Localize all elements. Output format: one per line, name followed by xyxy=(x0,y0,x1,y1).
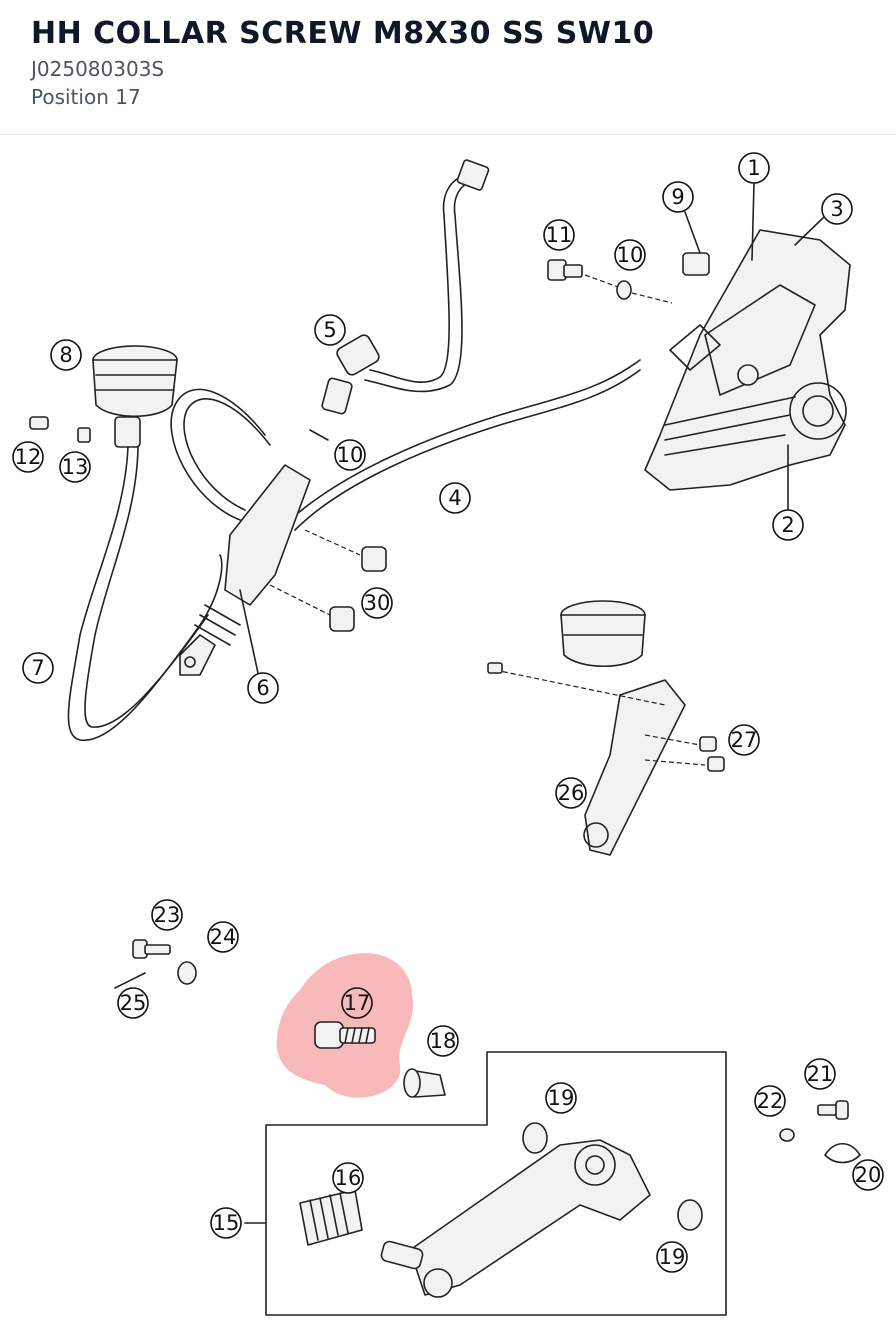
callout-9[interactable]: 9 xyxy=(662,181,701,254)
svg-text:21: 21 xyxy=(807,1062,834,1086)
brake-fluid-reservoir xyxy=(92,345,178,448)
svg-text:19: 19 xyxy=(659,1245,686,1269)
svg-text:19: 19 xyxy=(548,1086,575,1110)
callout-24[interactable]: 24 xyxy=(207,921,239,953)
foot-brake-lever-box xyxy=(265,1051,727,1316)
callout-26[interactable]: 26 xyxy=(555,777,587,809)
callout-16[interactable]: 16 xyxy=(332,1162,364,1194)
split-pin xyxy=(309,429,329,441)
reservoir-hose xyxy=(67,446,223,742)
callout-17[interactable]: 17 xyxy=(341,987,373,1019)
reservoir-screw xyxy=(29,416,49,430)
callout-4[interactable]: 4 xyxy=(439,482,471,514)
part-position: Position 17 xyxy=(31,85,141,109)
svg-text:27: 27 xyxy=(731,728,758,752)
svg-text:7: 7 xyxy=(31,656,44,680)
brake-line xyxy=(289,359,641,521)
svg-text:6: 6 xyxy=(256,676,269,700)
callout-10a[interactable]: 10 xyxy=(614,239,646,271)
rear-reservoir-bracket xyxy=(487,600,725,856)
collar-screw-17[interactable] xyxy=(314,1021,376,1049)
callout-3[interactable]: 3 xyxy=(794,193,853,246)
part-header: HH COLLAR SCREW M8X30 SS SW10 J025080303… xyxy=(0,0,896,135)
callout-19b[interactable]: 19 xyxy=(656,1241,688,1273)
svg-text:24: 24 xyxy=(210,925,237,949)
callout-7[interactable]: 7 xyxy=(22,652,54,684)
svg-text:13: 13 xyxy=(62,455,89,479)
callout-8[interactable]: 8 xyxy=(50,339,82,371)
callout-25[interactable]: 25 xyxy=(117,987,149,1019)
svg-text:18: 18 xyxy=(430,1029,457,1053)
part-number: J025080303S xyxy=(31,57,165,81)
svg-text:11: 11 xyxy=(546,223,573,247)
svg-text:30: 30 xyxy=(364,591,391,615)
banjo-bolt xyxy=(547,259,673,304)
svg-text:23: 23 xyxy=(154,903,181,927)
callout-6[interactable]: 6 xyxy=(239,589,279,704)
callout-22[interactable]: 22 xyxy=(754,1085,786,1117)
svg-text:3: 3 xyxy=(830,197,843,221)
callout-27[interactable]: 27 xyxy=(728,724,760,756)
svg-text:1: 1 xyxy=(747,156,760,180)
callout-19a[interactable]: 19 xyxy=(545,1082,577,1114)
callout-2[interactable]: 2 xyxy=(772,444,804,541)
callout-10b[interactable]: 10 xyxy=(334,439,366,471)
washer-19a xyxy=(522,1122,548,1154)
svg-text:4: 4 xyxy=(448,486,461,510)
reservoir-clip xyxy=(77,427,91,443)
callout-23[interactable]: 23 xyxy=(151,899,183,931)
svg-text:9: 9 xyxy=(671,185,684,209)
brake-light-switch xyxy=(321,159,490,415)
master-cylinder xyxy=(179,464,387,676)
callout-12[interactable]: 12 xyxy=(12,441,44,473)
pivot-bolt-washer-pin xyxy=(114,939,197,989)
callout-1[interactable]: 1 xyxy=(738,152,770,261)
svg-text:2: 2 xyxy=(781,513,794,537)
bushing-18 xyxy=(403,1068,446,1098)
highlight-position-17[interactable] xyxy=(276,953,414,1098)
washer-19b xyxy=(677,1199,703,1231)
callout-5[interactable]: 5 xyxy=(314,314,346,346)
svg-text:8: 8 xyxy=(59,343,72,367)
svg-text:5: 5 xyxy=(323,318,336,342)
callout-11[interactable]: 11 xyxy=(543,219,575,251)
foot-brake-lever xyxy=(380,1139,651,1298)
svg-text:17: 17 xyxy=(344,991,371,1015)
brake-caliper xyxy=(644,229,851,491)
svg-text:10: 10 xyxy=(337,443,364,467)
exploded-parts-diagram: 1 2 3 4 5 6 7 8 9 10 10 xyxy=(0,135,896,1335)
svg-text:12: 12 xyxy=(15,445,42,469)
part-title: HH COLLAR SCREW M8X30 SS SW10 xyxy=(31,16,655,51)
return-spring-parts xyxy=(779,1100,861,1164)
svg-text:10: 10 xyxy=(617,243,644,267)
svg-text:20: 20 xyxy=(855,1163,882,1187)
spring-16 xyxy=(299,1189,363,1246)
svg-text:22: 22 xyxy=(757,1089,784,1113)
svg-text:25: 25 xyxy=(120,991,147,1015)
callout-21[interactable]: 21 xyxy=(804,1058,836,1090)
svg-text:26: 26 xyxy=(558,781,585,805)
callout-20[interactable]: 20 xyxy=(852,1159,884,1191)
svg-text:15: 15 xyxy=(213,1211,240,1235)
callout-30[interactable]: 30 xyxy=(361,587,393,619)
callout-15[interactable]: 15 xyxy=(210,1207,242,1239)
callout-13[interactable]: 13 xyxy=(59,451,91,483)
svg-text:16: 16 xyxy=(335,1166,362,1190)
callout-18[interactable]: 18 xyxy=(427,1025,459,1057)
